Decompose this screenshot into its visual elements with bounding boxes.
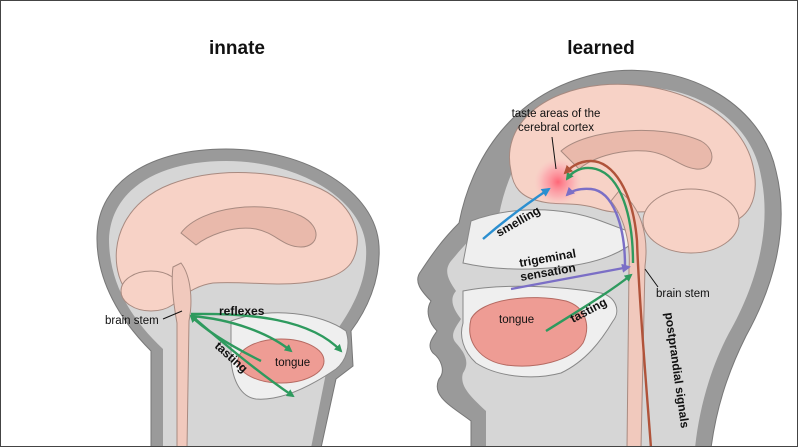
label-reflexes: reflexes bbox=[219, 304, 265, 318]
label-innate-tongue: tongue bbox=[275, 357, 310, 369]
learned-cerebellum bbox=[643, 189, 739, 253]
title-innate: innate bbox=[209, 38, 265, 59]
learned-tongue-shape bbox=[470, 298, 587, 366]
label-learned-brain-stem: brain stem bbox=[656, 288, 710, 300]
label-taste-areas-line2: cerebral cortex bbox=[518, 122, 594, 134]
label-learned-tongue: tongue bbox=[499, 314, 534, 326]
label-innate-brain-stem: brain stem bbox=[105, 315, 159, 327]
title-learned: learned bbox=[567, 38, 635, 59]
innate-head bbox=[97, 149, 379, 447]
learned-head bbox=[418, 70, 781, 447]
label-taste-areas-line1: taste areas of the bbox=[512, 108, 601, 120]
